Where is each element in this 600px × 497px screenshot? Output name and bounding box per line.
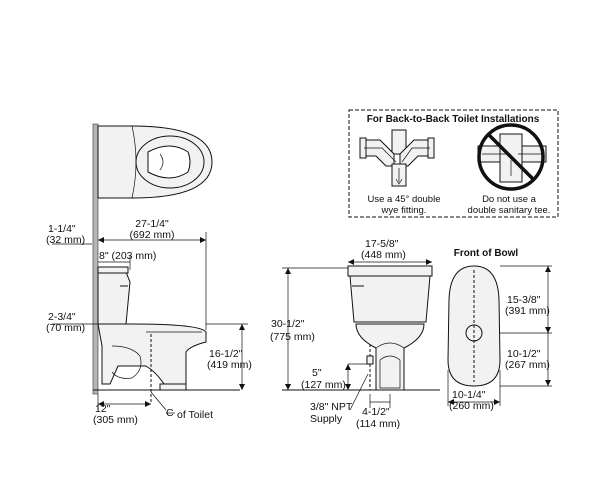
bowl-top-view — [97, 125, 213, 199]
wall-offset-low-in: 2-3/4" — [48, 311, 76, 323]
bowl-length-in: 15-3/8" — [507, 294, 541, 306]
tank-lid — [347, 265, 433, 277]
supply-height-mm: (127 mm) — [301, 379, 346, 391]
length-in: 27-1/4" — [135, 218, 169, 230]
back-to-back-box: For Back-to-Back Toilet Installations Us… — [348, 109, 559, 218]
front-height-in: 30-1/2" — [271, 318, 305, 330]
side-elevation: 1-1/4" (32 mm) 27-1/4" (692 mm) 8" (203 … — [46, 123, 252, 426]
front-width-in: 17-5/8" — [365, 238, 399, 250]
tank-depth: 8" (203 mm) — [99, 250, 156, 262]
bowl-side — [97, 323, 207, 385]
rim-height-in: 16-1/2" — [209, 348, 243, 360]
centerline-label: of Toilet — [177, 409, 213, 421]
wall-offset-top-in: 1-1/4" — [48, 223, 76, 235]
front-height-mm: (775 mm) — [270, 331, 315, 343]
outlet-distance-mm: (267 mm) — [505, 359, 550, 371]
supply-label-1: 3/8" NPT — [310, 401, 353, 413]
supply-offset-mm: (114 mm) — [356, 418, 400, 430]
supply-label-2: Supply — [310, 413, 343, 425]
supply-offset-in: 4-1/2" — [362, 406, 390, 418]
tank-side — [97, 271, 131, 325]
supply-height-in: 5" — [312, 367, 322, 379]
wall — [92, 123, 99, 395]
length-mm: (692 mm) — [130, 229, 175, 241]
good-caption-line-2: wye fitting. — [381, 205, 427, 216]
bad-caption-line-2: double sanitary tee. — [468, 205, 551, 216]
bad-caption-line-1: Do not use a — [482, 194, 537, 205]
wall-offset-low-mm: (70 mm) — [46, 322, 85, 334]
roughin-mm: (305 mm) — [93, 414, 138, 426]
bowl-length-mm: (391 mm) — [505, 305, 550, 317]
wye-fitting-icon — [359, 129, 435, 187]
roughin-in: 12" — [95, 403, 111, 415]
front-of-bowl-title: Front of Bowl — [454, 248, 519, 259]
bowl-width-in: 10-1/4" — [452, 389, 486, 401]
bowl-front — [355, 323, 425, 391]
prohibited-icon — [477, 123, 545, 191]
bowl-width-mm: (260 mm) — [449, 400, 494, 412]
front-width-mm: (448 mm) — [361, 249, 406, 261]
rim-height-mm: (419 mm) — [207, 359, 252, 371]
front-elevation: 17-5/8" (448 mm) 30-1/2" (775 mm) 5" (12… — [270, 238, 440, 430]
wall-offset-top-mm: (32 mm) — [46, 234, 85, 246]
outlet-distance-in: 10-1/2" — [507, 348, 541, 360]
back-to-back-title: For Back-to-Back Toilet Installations — [367, 114, 540, 125]
good-caption-line-1: Use a 45° double — [368, 194, 441, 205]
tank-front — [349, 275, 431, 323]
toilet-side-view — [97, 266, 207, 391]
bowl-plan: Front of Bowl 15-3/8" (391 mm) 10-1/2" (… — [447, 248, 552, 412]
